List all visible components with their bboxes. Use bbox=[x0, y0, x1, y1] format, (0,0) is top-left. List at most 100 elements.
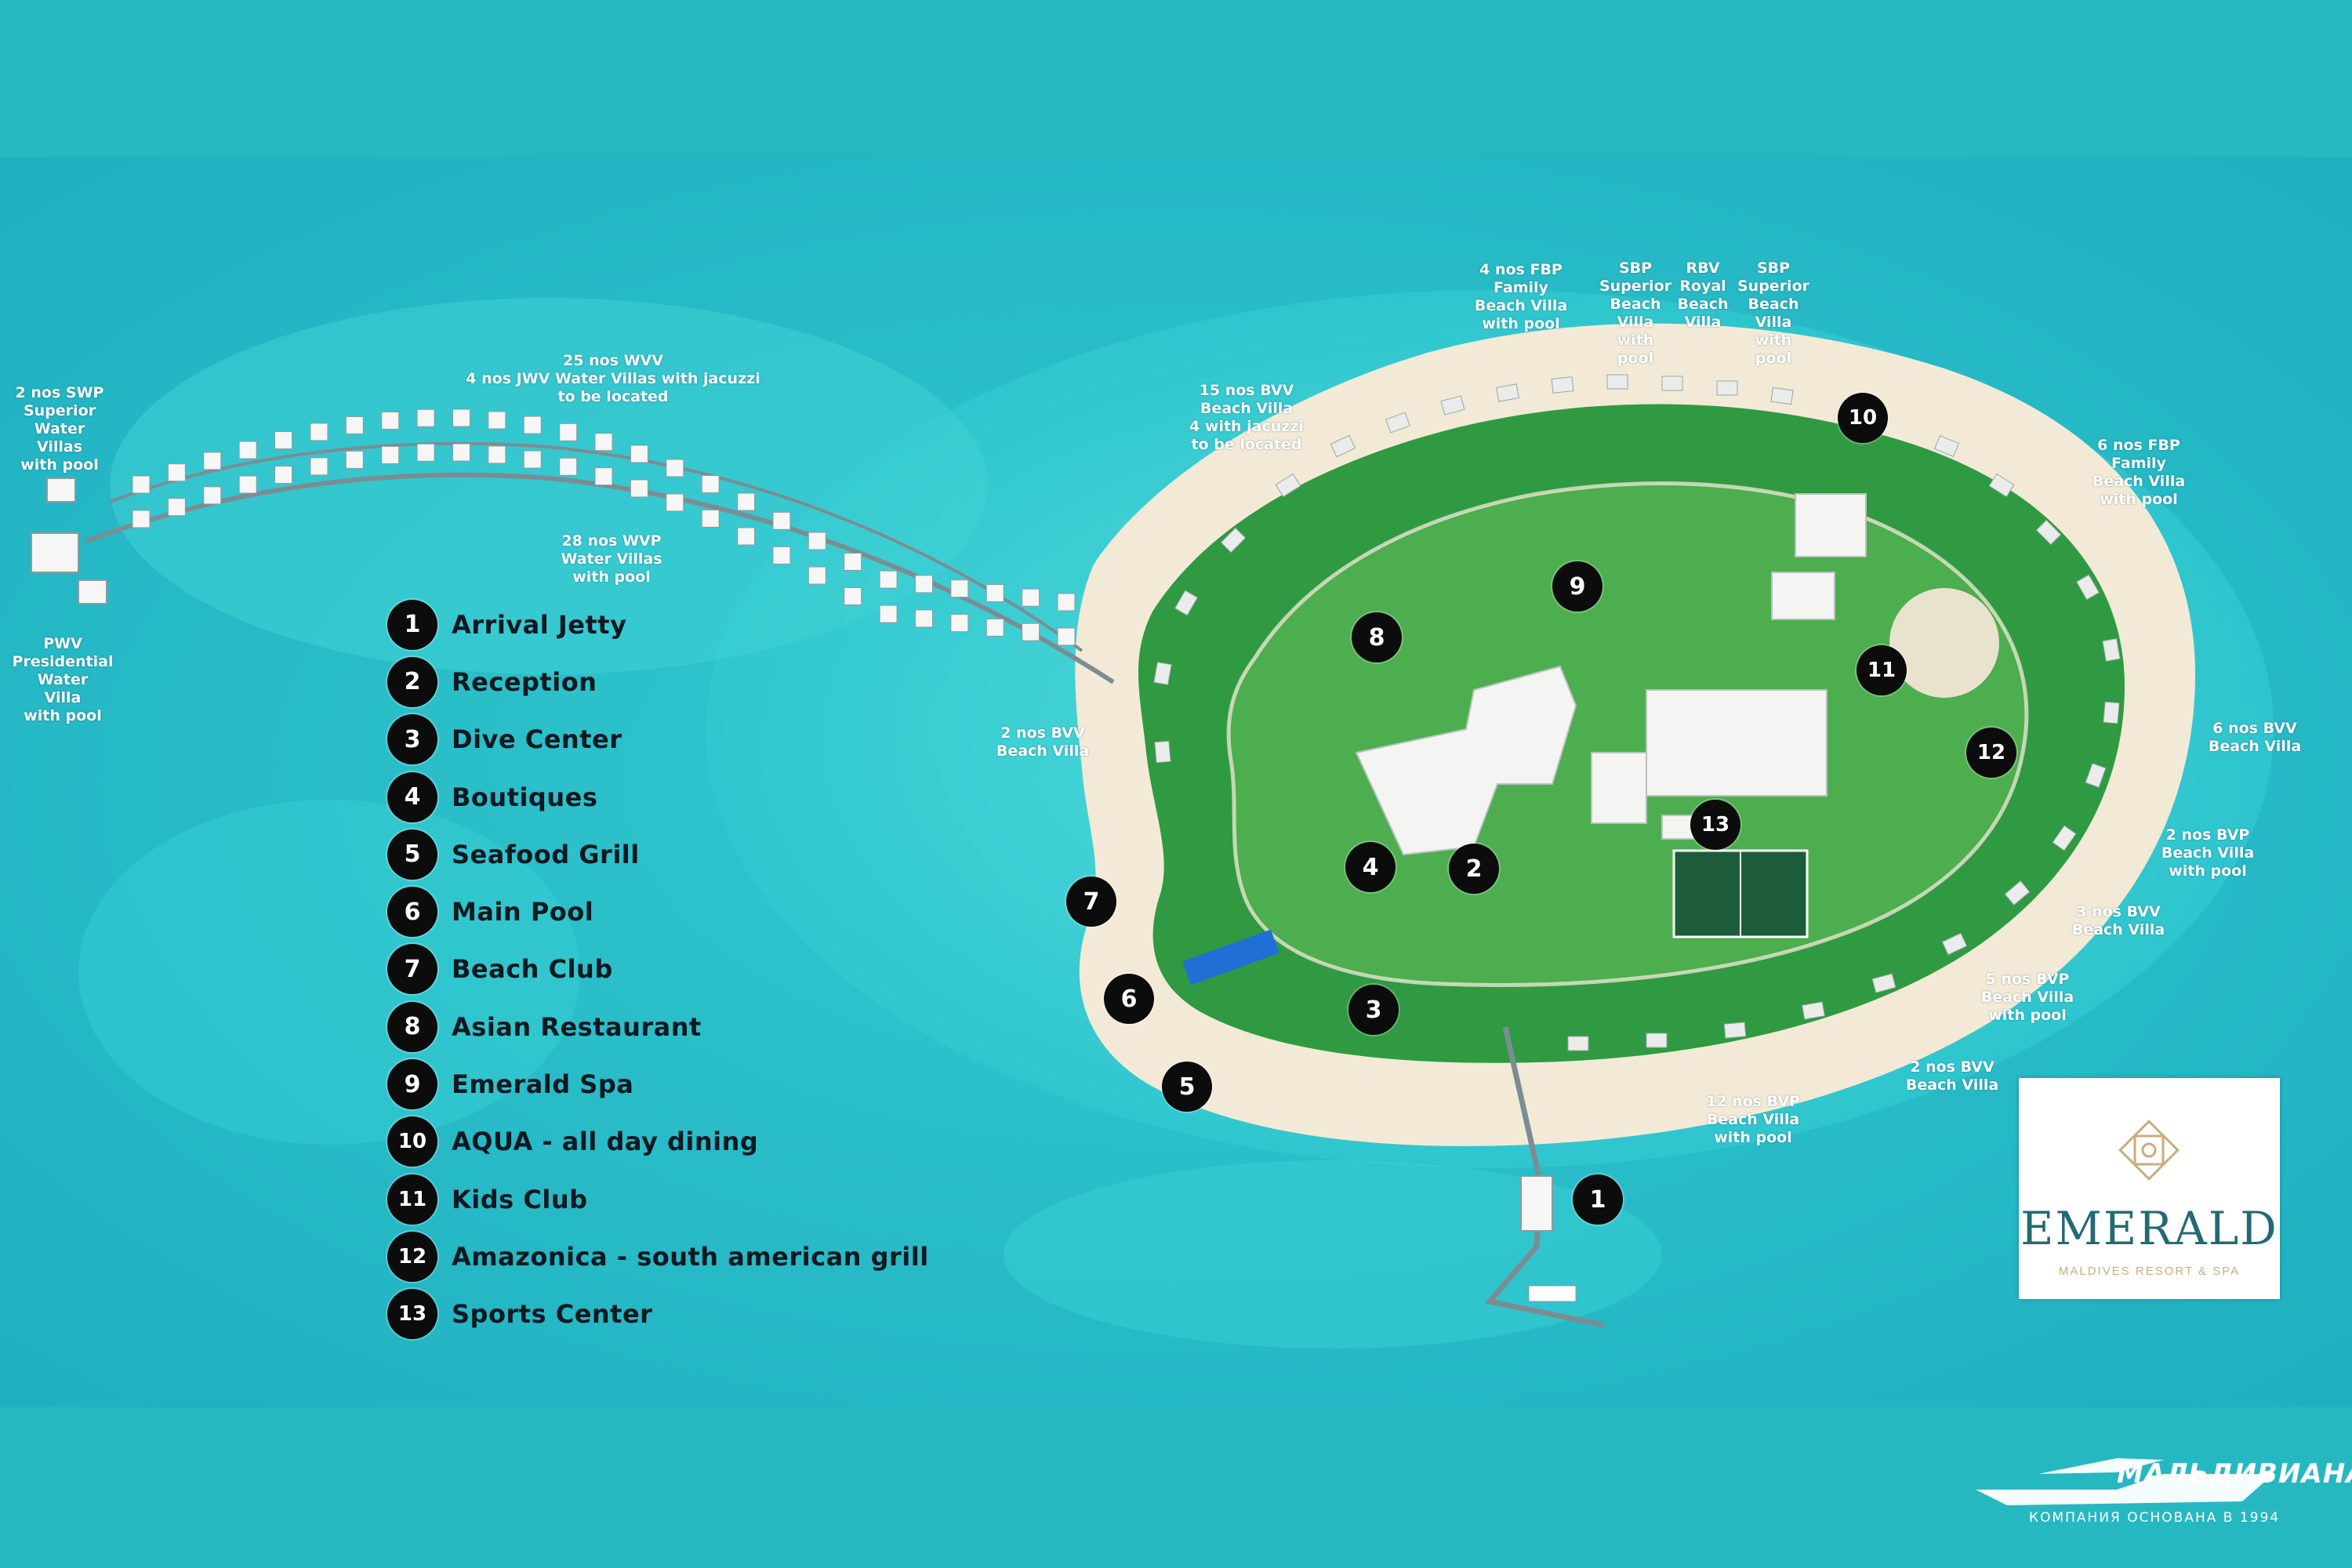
water-villa bbox=[167, 463, 186, 482]
main-pool bbox=[1182, 929, 1279, 985]
water-villa bbox=[310, 457, 328, 476]
water-villa bbox=[523, 450, 542, 469]
water-villa bbox=[808, 532, 826, 550]
villa-label-bvp12: 12 nos BVP Beach Villa with pool bbox=[1706, 1093, 1800, 1146]
villa-label-bvv6: 6 nos BVV Beach Villa bbox=[2208, 720, 2302, 755]
map-marker-6[interactable]: 6 bbox=[1104, 974, 1154, 1024]
legend-item: 10 AQUA - all day dining bbox=[387, 1113, 983, 1171]
legend-label: Dive Center bbox=[452, 724, 622, 755]
water-villa bbox=[203, 486, 222, 505]
water-villas bbox=[132, 408, 1076, 646]
water-villa bbox=[381, 411, 400, 430]
villa-label-fbp4: 4 nos FBP Family Beach Villa with pool bbox=[1474, 261, 1568, 332]
water-villa bbox=[452, 443, 470, 462]
map-marker-7[interactable]: 7 bbox=[1066, 877, 1116, 927]
island bbox=[1075, 323, 2195, 1146]
legend-label: AQUA - all day dining bbox=[452, 1127, 759, 1157]
water-villa bbox=[1057, 593, 1076, 612]
logo-wordmark: EMERALD bbox=[2020, 1202, 2278, 1255]
water-villa bbox=[274, 466, 293, 485]
legend-number-badge: 10 bbox=[387, 1116, 437, 1167]
villa-label-fbp6: 6 nos FBP Family Beach Villa with pool bbox=[2092, 437, 2186, 508]
legend-label: Emerald Spa bbox=[452, 1069, 634, 1100]
map-marker-9[interactable]: 9 bbox=[1552, 561, 1602, 612]
brand-tagline: КОМПАНИЯ ОСНОВАНА В 1994 bbox=[2029, 1510, 2281, 1526]
water-villa bbox=[345, 416, 364, 434]
water-villa bbox=[914, 609, 933, 628]
water-villa bbox=[950, 614, 969, 633]
water-villa bbox=[167, 498, 186, 517]
legend-number-badge: 1 bbox=[387, 599, 437, 650]
villa-label-bvp2a: 2 nos BVP Beach Villa with pool bbox=[2161, 826, 2255, 880]
villa-label-bvv3: 3 nos BVV Beach Villa bbox=[2071, 903, 2165, 938]
water-villa bbox=[594, 433, 613, 452]
legend-label: Kids Club bbox=[452, 1184, 588, 1214]
map-marker-8[interactable]: 8 bbox=[1352, 612, 1402, 662]
map-marker-2[interactable]: 2 bbox=[1449, 844, 1499, 894]
water-villa bbox=[1022, 588, 1040, 607]
legend-label: Arrival Jetty bbox=[452, 609, 627, 640]
water-villa bbox=[808, 566, 826, 585]
map-marker-12[interactable]: 12 bbox=[1966, 728, 2016, 778]
water-villa bbox=[1022, 622, 1040, 641]
map-marker-13[interactable]: 13 bbox=[1690, 800, 1740, 850]
aqua-building bbox=[1771, 493, 1867, 620]
legend-label: Sports Center bbox=[452, 1299, 653, 1330]
map-marker-5[interactable]: 5 bbox=[1162, 1062, 1212, 1112]
water-villa bbox=[452, 408, 470, 427]
legend-label: Amazonica - south american grill bbox=[452, 1241, 929, 1272]
inner-path bbox=[1226, 481, 2029, 987]
legend-label: Main Pool bbox=[452, 897, 594, 927]
map-marker-11[interactable]: 11 bbox=[1857, 645, 1907, 695]
map-marker-3[interactable]: 3 bbox=[1348, 985, 1399, 1035]
legend-number-badge: 2 bbox=[387, 656, 437, 707]
kids-club-area bbox=[1889, 588, 1999, 698]
water-villa bbox=[666, 459, 684, 477]
villa-label-swp: 2 nos SWP Superior Water Villas with poo… bbox=[15, 384, 104, 474]
map-marker-1[interactable]: 1 bbox=[1573, 1174, 1623, 1225]
villa-label-bvp5: 5 nos BVP Beach Villa with pool bbox=[1980, 971, 2074, 1024]
water-villa bbox=[381, 445, 400, 464]
villa-label-wvp: 28 nos WVP Water Villas with pool bbox=[561, 532, 662, 586]
legend-item: 7 Beach Club bbox=[387, 941, 983, 998]
water-villa bbox=[666, 493, 684, 512]
water-villa bbox=[772, 511, 791, 530]
water-villa bbox=[238, 475, 257, 494]
water-villa bbox=[416, 443, 435, 462]
water-villa bbox=[879, 570, 898, 589]
water-villa bbox=[310, 423, 328, 441]
villa-label-wvv: 25 nos WVV 4 nos JWV Water Villas with j… bbox=[466, 352, 760, 405]
map-marker-4[interactable]: 4 bbox=[1345, 842, 1396, 892]
water-villa bbox=[559, 423, 578, 441]
map-marker-10[interactable]: 10 bbox=[1838, 393, 1888, 443]
water-villa bbox=[701, 474, 720, 493]
logo-emblem-icon bbox=[2118, 1120, 2180, 1181]
legend-item: 9 Emerald Spa bbox=[387, 1055, 983, 1112]
water-villa bbox=[594, 467, 613, 486]
legend-number-badge: 9 bbox=[387, 1059, 437, 1110]
water-villa bbox=[488, 445, 506, 464]
water-villa bbox=[879, 604, 898, 623]
water-villa bbox=[737, 492, 756, 511]
legend-label: Boutiques bbox=[452, 782, 598, 812]
water-villa bbox=[274, 431, 293, 450]
villa-label-bvv15: 15 nos BVV Beach Villa 4 with jacuzzi to… bbox=[1189, 382, 1304, 453]
legend-label: Beach Club bbox=[452, 954, 613, 985]
brand-name: МАЛЬДИВИАНА bbox=[2117, 1458, 2352, 1490]
water-villa bbox=[985, 618, 1004, 637]
water-villa bbox=[488, 411, 506, 430]
villa-label-pwv: PWV Presidential Water Villa with pool bbox=[12, 635, 114, 724]
water-villa bbox=[844, 587, 862, 606]
water-villa bbox=[701, 509, 720, 528]
water-villa-pier bbox=[31, 408, 1115, 684]
legend-number-badge: 7 bbox=[387, 944, 437, 995]
water-villa bbox=[416, 408, 435, 427]
water-villa bbox=[844, 553, 862, 572]
water-villa bbox=[559, 457, 578, 476]
water-villa bbox=[238, 441, 257, 459]
